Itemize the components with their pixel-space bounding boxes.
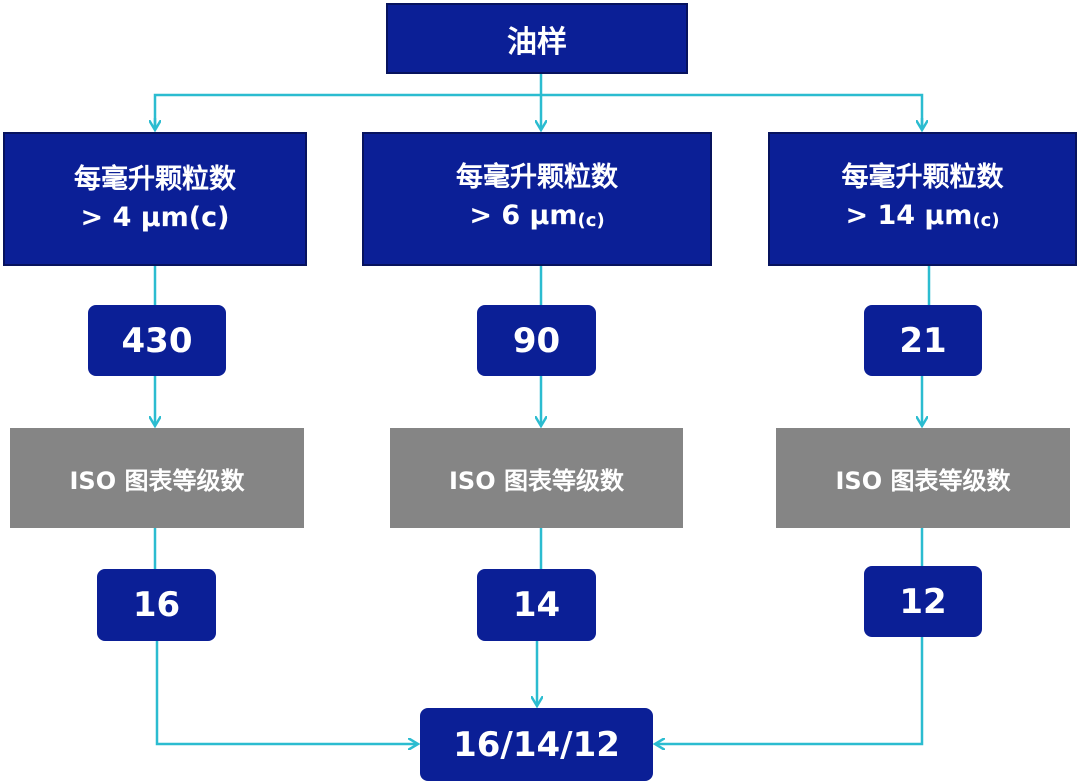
code-value: 14	[512, 585, 561, 625]
iso-label: ISO 图表等级数	[835, 466, 1011, 495]
result-code: 16/14/12	[453, 724, 620, 765]
header-threshold: > 6 µm	[469, 199, 578, 231]
count-box-6um: 90	[477, 305, 596, 376]
count-value: 430	[121, 320, 193, 361]
header-suffix: (c)	[188, 202, 230, 233]
iso-chart-box-14um: ISO 图表等级数	[776, 428, 1070, 528]
header-suffix: (c)	[972, 209, 1000, 231]
branch-line	[153, 93, 924, 130]
header-title: 每毫升颗粒数	[841, 161, 1004, 193]
oil-sample-label: 油样	[507, 24, 567, 60]
code-value: 12	[899, 581, 947, 622]
particle-count-header-6um: 每毫升颗粒数 > 6 µm(c)	[362, 132, 712, 266]
header-threshold: > 4 µm	[80, 202, 189, 233]
count-box-4um: 430	[88, 305, 226, 376]
code-box-6um: 14	[477, 569, 596, 641]
header-threshold: > 14 µm	[845, 199, 973, 231]
iso-label: ISO 图表等级数	[449, 466, 624, 495]
header-title: 每毫升颗粒数	[74, 164, 236, 195]
header-title: 每毫升颗粒数	[456, 161, 618, 193]
oil-sample-box: 油样	[386, 3, 688, 74]
result-code-box: 16/14/12	[420, 708, 653, 781]
particle-count-header-4um: 每毫升颗粒数 > 4 µm(c)	[3, 132, 307, 266]
iso-label: ISO 图表等级数	[69, 466, 245, 495]
particle-count-header-14um: 每毫升颗粒数 > 14 µm(c)	[768, 132, 1077, 266]
code-value: 16	[132, 585, 181, 625]
header-suffix: (c)	[577, 209, 605, 231]
code-box-14um: 12	[864, 566, 982, 637]
iso-chart-box-6um: ISO 图表等级数	[390, 428, 683, 528]
count-value: 90	[512, 320, 561, 361]
count-value: 21	[899, 320, 947, 361]
count-box-14um: 21	[864, 305, 982, 376]
code-box-4um: 16	[97, 569, 216, 641]
iso-chart-box-4um: ISO 图表等级数	[10, 428, 304, 528]
